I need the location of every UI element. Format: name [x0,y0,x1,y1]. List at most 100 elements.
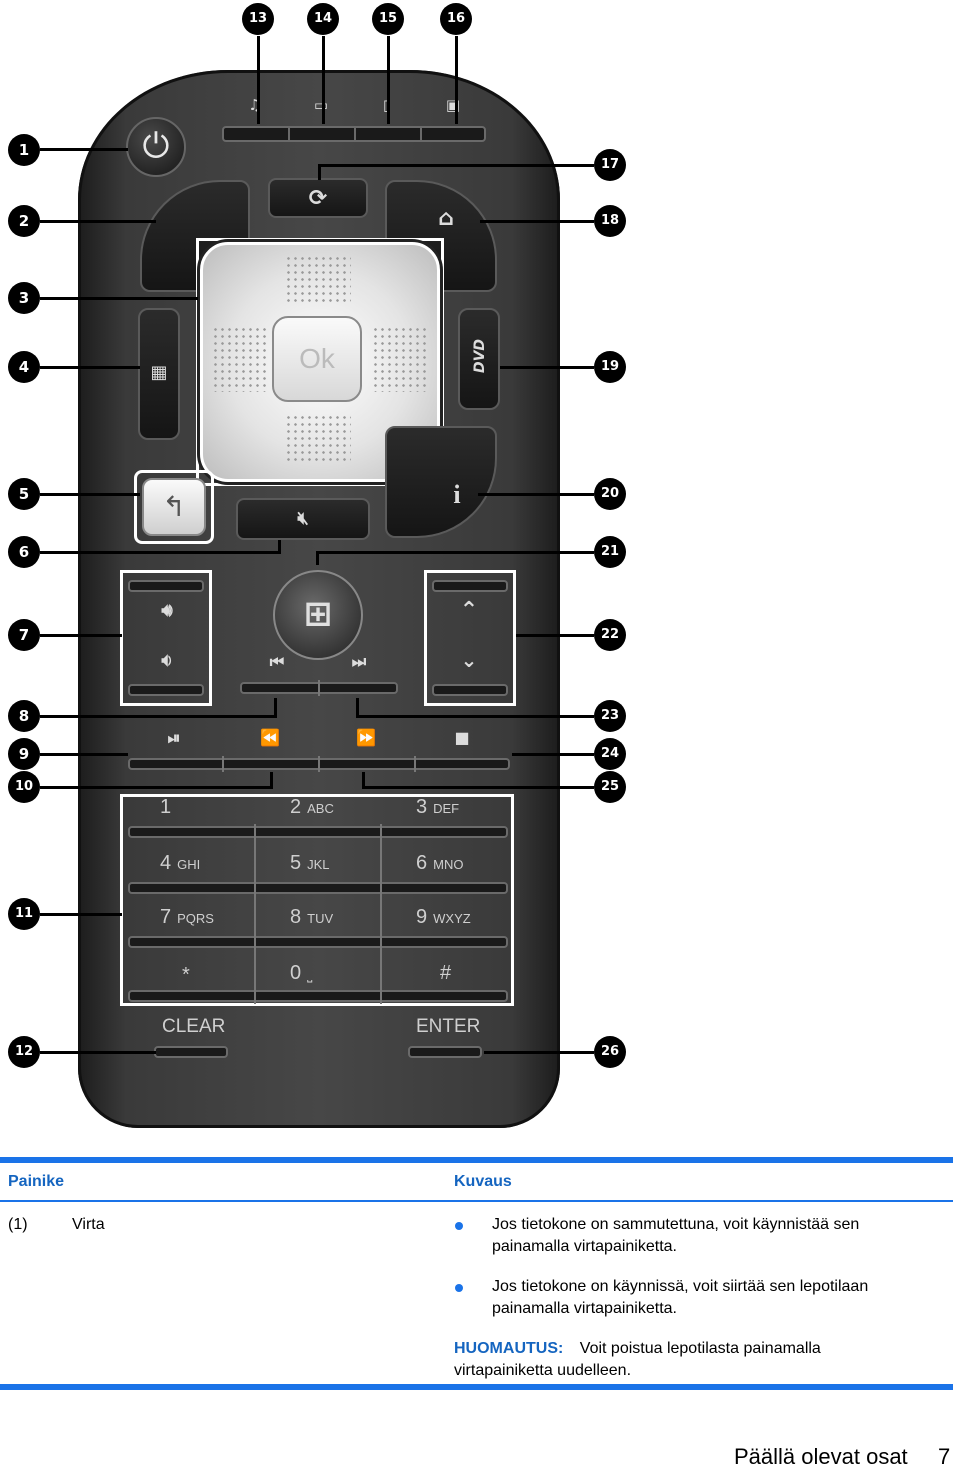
ok-button[interactable]: Ok [272,316,362,402]
table-header-rule [0,1200,953,1202]
key-star: * [182,964,190,986]
videos-icon: ▯ [375,96,399,114]
channel-down-icon: ⌄ [460,648,478,672]
skip-forward-icon: ⏭ [351,652,367,671]
callout-24: 24 [594,738,626,770]
replay-icon: ⟳ [308,186,328,211]
channel-frame [424,570,516,706]
remote-control-figure: ♫ ▭ ▯ ▣ ⏻ ⟳ ⌂ ▦ DVD Ok ↰ 🔇︎ i ⊞ 🔊︎ [8,3,626,1128]
dpad-frame [196,238,444,486]
key-0: 0⎵ [290,962,313,984]
callout-25: 25 [594,771,626,803]
note-text: Voit poistua lepotilasta painamalla virt… [454,1340,821,1379]
table-top-rule [0,1157,953,1163]
guide-icon: ▦ [150,362,168,383]
play-pause-icon: ⏯ [167,728,181,747]
callout-12: 12 [8,1036,40,1068]
callout-10: 10 [8,771,40,803]
callout-17: 17 [594,149,626,181]
callout-22: 22 [594,619,626,651]
table-bottom-rule [0,1384,953,1390]
callout-9: 9 [8,738,40,770]
callout-4: 4 [8,351,40,383]
note-label: HUOMAUTUS: [454,1340,564,1357]
callout-8: 8 [8,700,40,732]
callout-3: 3 [8,282,40,314]
power-button[interactable]: ⏻ [126,117,186,177]
dpad-left-dots [212,326,266,392]
footer-section-title: Päällä olevat osat [734,1444,908,1467]
table-header-description: Kuvaus [454,1173,512,1190]
back-button[interactable]: ↰ [142,478,206,536]
tv-icon: ▣ [445,96,461,114]
channel-up-bar[interactable] [432,580,508,592]
key-1: 1 [160,796,172,818]
skip-back-icon: ⏮ [269,652,285,671]
clear-label: CLEAR [162,1016,226,1037]
note: HUOMAUTUS: Voit poistua lepotilasta pain… [454,1338,914,1382]
callout-6: 6 [8,536,40,568]
clear-button[interactable] [154,1046,228,1058]
dpad-up-dots [285,255,351,305]
dvd-label: DVD [472,338,488,374]
keypad-row-3-bar[interactable] [128,936,508,948]
callout-18: 18 [594,205,626,237]
table-header-button: Painike [8,1173,65,1190]
music-icon: ♫ [248,96,262,114]
callout-14: 14 [307,3,339,35]
rewind-icon: ⏪ [260,728,280,747]
back-arrow-icon: ↰ [162,491,186,522]
dpad-right-dots [372,326,426,392]
callout-2: 2 [8,205,40,237]
pictures-icon: ▭ [313,96,329,114]
callout-20: 20 [594,478,626,510]
keypad-frame [120,794,514,1006]
power-icon: ⏻ [142,127,170,165]
bullet-2-text: Jos tietokone on käynnissä, voit siirtää… [492,1278,869,1317]
enter-button[interactable] [408,1046,482,1058]
bullet-1-text: Jos tietokone on sammutettuna, voit käyn… [492,1216,860,1255]
key-hash: # [440,962,452,984]
callout-1: 1 [8,134,40,166]
callout-19: 19 [594,351,626,383]
guide-button[interactable]: ▦ [138,308,180,440]
back-frame [134,470,214,544]
callout-26: 26 [594,1036,626,1068]
replay-button[interactable]: ⟳ [268,178,368,218]
channel-down-bar[interactable] [432,684,508,696]
bullet-2 [455,1284,463,1292]
live-tv-icon: ⌂ [438,206,454,231]
bullet-1 [455,1222,463,1230]
callout-21: 21 [594,536,626,568]
dvd-button[interactable]: DVD [458,308,500,410]
footer-page-number: 7 [938,1444,951,1467]
mute-button[interactable]: 🔇︎ [236,498,370,540]
enter-label: ENTER [416,1016,481,1037]
info-icon: i [453,480,461,509]
windows-start-button[interactable]: ⊞ [273,570,363,660]
windows-logo-icon: ⊞ [303,594,333,634]
keypad-row-1-bar[interactable] [128,826,508,838]
row-name: Virta [72,1216,105,1233]
callout-5: 5 [8,478,40,510]
callout-11: 11 [8,898,40,930]
callout-23: 23 [594,700,626,732]
callout-15: 15 [372,3,404,35]
channel-up-icon: ⌃ [459,598,479,623]
callout-7: 7 [8,619,40,651]
mute-icon: 🔇︎ [297,508,309,529]
keypad-row-2-bar[interactable] [128,882,508,894]
callout-13: 13 [242,3,274,35]
row-number: (1) [8,1216,28,1233]
volume-down-bar[interactable] [128,684,204,696]
keypad-row-4-bar[interactable] [128,990,508,1002]
fast-forward-icon: ⏩ [356,728,376,747]
volume-up-bar[interactable] [128,580,204,592]
volume-down-icon: 🔉︎ [161,650,173,671]
